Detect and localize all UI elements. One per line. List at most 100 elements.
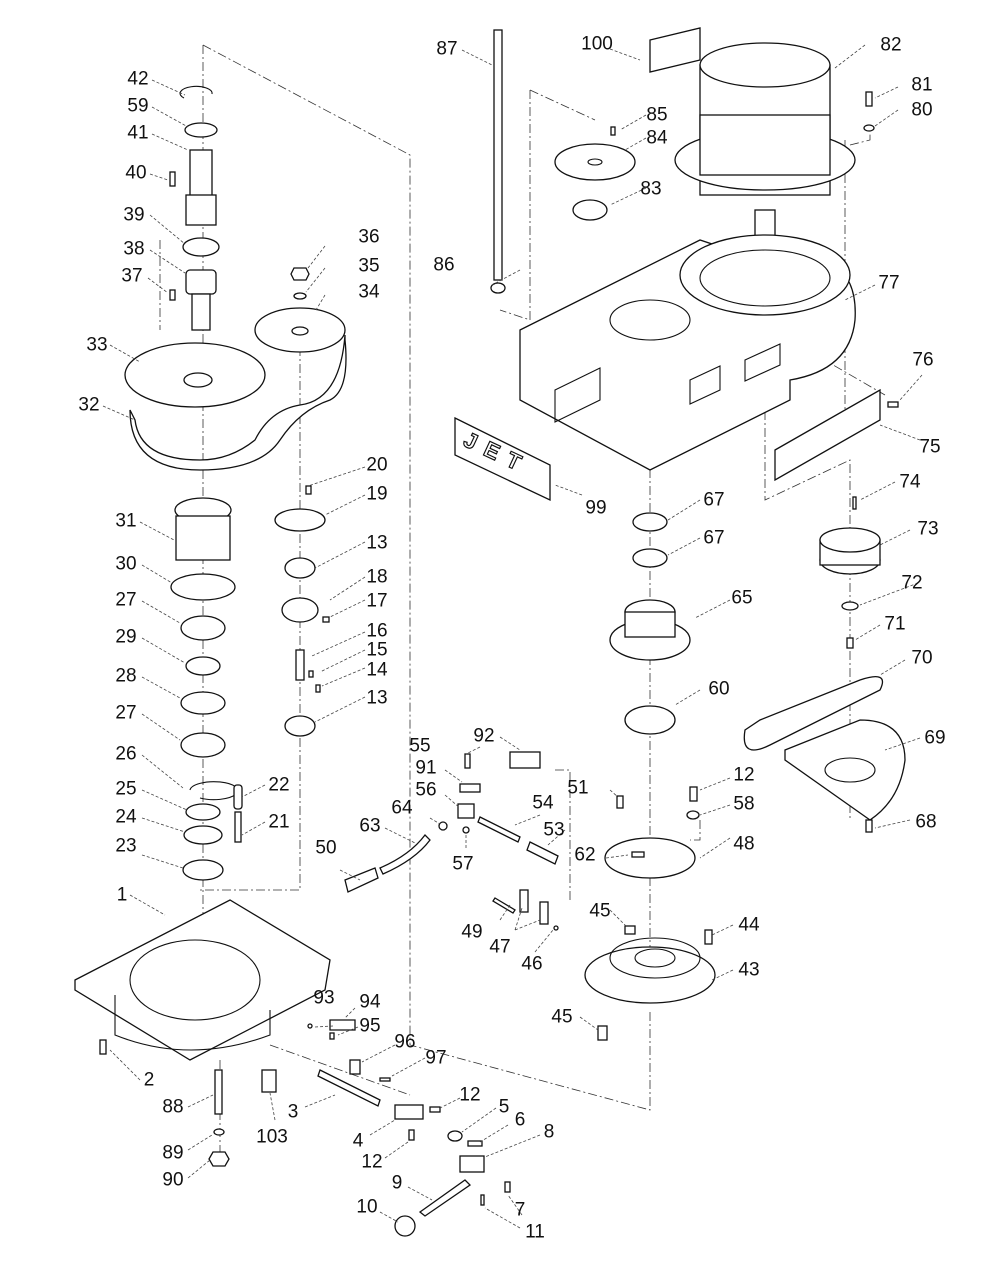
part-label-59: 59: [127, 95, 149, 117]
part-93-shape: [307, 1023, 313, 1029]
part-27a-shape: [180, 615, 226, 641]
part-68-shape: [865, 819, 873, 833]
part-42-shape: [179, 85, 213, 99]
part-label-67-lower: 67: [703, 527, 725, 549]
part-label-80: 80: [911, 99, 933, 121]
part-10-shape: [394, 1215, 416, 1237]
part-12a-shape: [429, 1106, 441, 1113]
part-103-shape: [261, 1069, 277, 1093]
part-label-70: 70: [911, 647, 933, 669]
part-83-shape: [572, 199, 608, 221]
part-8-shape: [459, 1155, 485, 1173]
part-23-shape: [182, 859, 224, 881]
part-label-17: 17: [366, 590, 388, 612]
part-label-50: 50: [315, 837, 337, 859]
part-label-12-c: 12: [733, 764, 755, 786]
part-label-39: 39: [123, 204, 145, 226]
part-97-shape: [379, 1077, 391, 1082]
part-label-68: 68: [915, 811, 937, 833]
part-96-shape: [349, 1059, 361, 1075]
part-label-82: 82: [880, 34, 902, 56]
part-18-shape: [281, 597, 319, 623]
part-1-shape: [74, 899, 331, 1061]
part-label-20: 20: [366, 454, 388, 476]
part-label-40: 40: [125, 162, 147, 184]
part-label-57: 57: [452, 853, 474, 875]
part-81-shape: [865, 91, 873, 107]
part-label-62: 62: [574, 844, 596, 866]
part-label-93: 93: [313, 987, 335, 1009]
part-46-shape: [553, 925, 559, 931]
part-label-64: 64: [391, 797, 413, 819]
part-50-shape: [344, 867, 379, 893]
part-label-87: 87: [436, 38, 458, 60]
part-35-shape: [293, 292, 307, 300]
part-54-shape: [477, 816, 521, 843]
part-label-27-lower: 27: [115, 702, 137, 724]
part-80-shape: [863, 124, 875, 132]
part-13a-shape: [284, 557, 316, 579]
part-label-91: 91: [415, 757, 437, 779]
part-label-63: 63: [359, 815, 381, 837]
part-label-67-upper: 67: [703, 489, 725, 511]
part-label-51: 51: [567, 777, 589, 799]
part-label-3: 3: [287, 1101, 299, 1123]
part-56-shape: [457, 803, 475, 819]
part-30-shape: [170, 573, 236, 601]
part-label-13-upper: 13: [366, 532, 388, 554]
part-label-34: 34: [358, 281, 380, 303]
part-21-shape: [234, 811, 242, 843]
part-label-81: 81: [911, 74, 933, 96]
part-41-gear: [185, 194, 217, 226]
part-label-35: 35: [358, 255, 380, 277]
part-label-8: 8: [543, 1121, 555, 1143]
part-label-49: 49: [461, 921, 483, 943]
part-label-65: 65: [731, 587, 753, 609]
part-37-shape: [169, 289, 176, 301]
head-parts: JET: [454, 27, 899, 502]
part-58-shape: [686, 810, 700, 820]
part-label-12-a: 12: [459, 1084, 481, 1106]
part-100-shape: [649, 27, 701, 73]
part-label-5: 5: [498, 1096, 510, 1118]
part-label-28: 28: [115, 665, 137, 687]
part-45b-shape: [597, 1025, 608, 1041]
part-39-shape: [182, 237, 220, 257]
part-label-9: 9: [391, 1172, 403, 1194]
part-40-shape: [169, 171, 176, 187]
part-59-shape: [184, 122, 218, 138]
part-label-6: 6: [514, 1109, 526, 1131]
part-95-shape: [329, 1032, 335, 1040]
part-label-13-lower: 13: [366, 687, 388, 709]
part-47b-shape: [539, 901, 549, 925]
pulley-parts: [609, 496, 906, 833]
part-84-shape: [554, 143, 636, 181]
spindle-parts: [124, 85, 347, 881]
part-label-15: 15: [366, 639, 388, 661]
part-label-53: 53: [543, 819, 565, 841]
part-label-1: 1: [116, 884, 128, 906]
part-86-shape: [490, 282, 506, 294]
part-label-21: 21: [268, 811, 290, 833]
part-label-38: 38: [123, 238, 145, 260]
part-7-shape: [504, 1181, 511, 1193]
part-90-shape: [208, 1151, 230, 1167]
part-label-89: 89: [162, 1142, 184, 1164]
part-20-shape: [305, 485, 312, 495]
part-label-29: 29: [115, 626, 137, 648]
part-label-54: 54: [532, 792, 554, 814]
part-43-shape: [584, 946, 716, 1004]
part-label-92: 92: [473, 725, 495, 747]
part-13b-shape: [284, 715, 316, 737]
part-63-shape: [379, 834, 431, 875]
part-12c-shape: [689, 786, 698, 802]
part-label-32: 32: [78, 394, 100, 416]
part-label-25: 25: [115, 778, 137, 800]
part-label-22: 22: [268, 774, 290, 796]
part-71-shape: [846, 637, 854, 649]
part-53-shape: [526, 841, 559, 865]
part-5-shape: [447, 1130, 463, 1142]
part-99-shape: JET: [454, 416, 551, 502]
